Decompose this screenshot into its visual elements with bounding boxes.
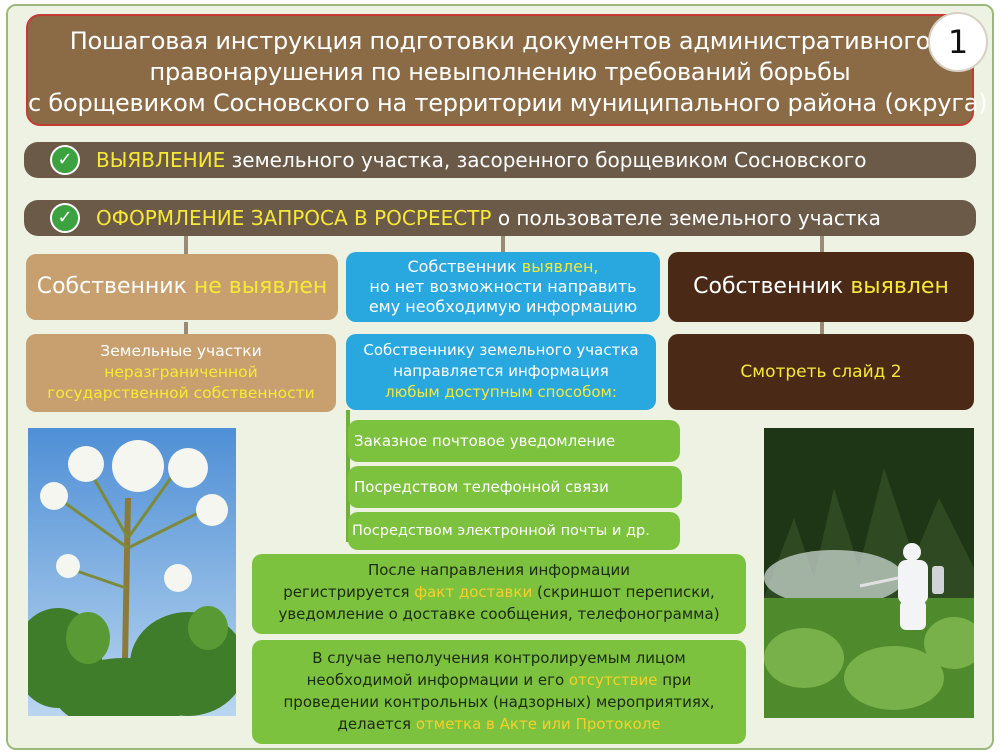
- final-line-3: проведении контрольных (надзорных) мероп…: [283, 693, 715, 711]
- step-2-text: о пользователе земельного участка: [491, 206, 881, 230]
- option-email-text: Посредством электронной почты и др.: [352, 523, 650, 539]
- middle-sub-line-2: направляется информация: [393, 362, 609, 380]
- title-box: Пошаговая инструкция подготовки документ…: [26, 14, 988, 126]
- middle-branch-head: Собственник выявлен, но нет возможности …: [346, 252, 660, 322]
- checkmark-icon: ✓: [50, 203, 80, 233]
- right-branch-head: Собственник выявлен: [668, 252, 974, 322]
- option-email: Посредством электронной почты и др.: [348, 512, 680, 550]
- left-sub-line-2: неразграниченной: [104, 363, 258, 381]
- left-branch-sub: Земельные участки неразграниченной госуд…: [26, 334, 336, 412]
- middle-head-text: Собственник: [407, 257, 522, 276]
- connector-left-2: [184, 322, 188, 334]
- final-line-4-highlight: отметка в Акте или Протоколе: [415, 715, 661, 733]
- after-line-1: После направления информации: [367, 561, 631, 579]
- step-1-bar: ✓ ВЫЯВЛЕНИЕ земельного участка, засоренн…: [24, 142, 976, 178]
- title-line-2: правонарушения по невыполнению требовани…: [149, 58, 851, 86]
- left-head-text: Собственник: [36, 274, 194, 299]
- checkmark-icon: ✓: [50, 145, 80, 175]
- final-line-2-highlight: отсутствие: [568, 671, 658, 689]
- final-line-1: В случае неполучения контролируемым лицо…: [312, 649, 686, 667]
- middle-sub-line-3: любым доступным способом:: [385, 383, 617, 401]
- after-line-2-highlight: факт доставки: [414, 583, 533, 601]
- right-sub-text: Смотреть слайд 2: [740, 362, 902, 382]
- title-line-3: с борщевиком Сосновского на территории м…: [28, 89, 988, 117]
- right-branch-sub: Смотреть слайд 2: [668, 334, 974, 410]
- middle-sub-line-1: Собственнику земельного участка: [363, 341, 639, 359]
- connector-right: [820, 236, 824, 254]
- option-phone-text: Посредством телефонной связи: [354, 478, 609, 496]
- after-line-3: уведомление о доставке сообщения, телефо…: [278, 605, 720, 623]
- middle-head-line-2: но нет возможности направить: [369, 277, 637, 296]
- middle-head-line-3: ему необходимую информацию: [368, 297, 638, 316]
- right-head-text: Собственник: [693, 274, 851, 299]
- option-postal: Заказное почтовое уведомление: [348, 420, 680, 462]
- option-phone: Посредством телефонной связи: [348, 466, 682, 508]
- slide-number-badge: 1: [928, 12, 988, 72]
- step-1-highlight: ВЫЯВЛЕНИЕ: [96, 148, 226, 172]
- final-line-2-a: необходимой информации и его: [306, 671, 569, 689]
- step-2-highlight: ОФОРМЛЕНИЕ ЗАПРОСА В РОСРЕЕСТР: [96, 206, 492, 230]
- connector-middle: [501, 236, 505, 254]
- step-1-text: земельного участка, засоренного борщевик…: [225, 148, 867, 172]
- connector-left: [184, 236, 188, 254]
- right-head-highlight: выявлен: [850, 274, 949, 299]
- connector-right-2: [820, 322, 824, 334]
- final-line-4-a: делается: [337, 715, 416, 733]
- final-box: В случае неполучения контролируемым лицо…: [252, 640, 746, 744]
- final-line-2-c: при: [657, 671, 692, 689]
- left-sub-line-3: государственной собственности: [47, 384, 315, 402]
- after-line-2-a: регистрируется: [283, 583, 415, 601]
- left-sub-line-1: Земельные участки: [100, 342, 262, 360]
- middle-branch-sub: Собственнику земельного участка направля…: [346, 334, 656, 410]
- after-line-2-c: (скриншот переписки,: [532, 583, 715, 601]
- step-2-bar: ✓ ОФОРМЛЕНИЕ ЗАПРОСА В РОСРЕЕСТР о польз…: [24, 200, 976, 236]
- after-notification-box: После направления информации регистрируе…: [252, 554, 746, 634]
- hogweed-photo: [28, 428, 236, 716]
- left-head-highlight: не выявлен: [193, 274, 328, 299]
- middle-head-highlight: выявлен,: [521, 257, 599, 276]
- option-postal-text: Заказное почтовое уведомление: [354, 432, 616, 450]
- left-branch-head: Собственник не выявлен: [26, 254, 338, 320]
- title-line-1: Пошаговая инструкция подготовки документ…: [69, 27, 931, 55]
- spraying-photo: [764, 428, 974, 718]
